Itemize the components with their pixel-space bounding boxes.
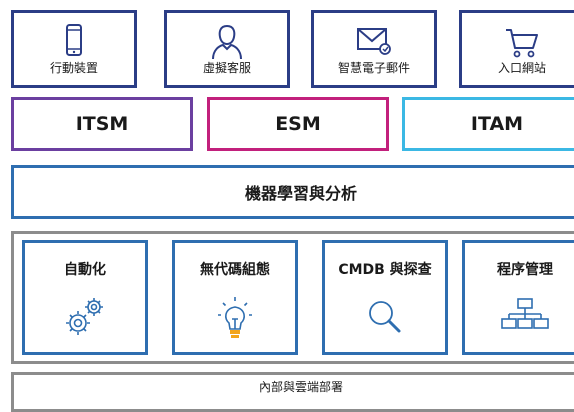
capability-no-code-box: 無代碼組態 [172, 240, 298, 355]
product-label: ITSM [75, 113, 129, 135]
deployment-label: 內部與雲端部署 [258, 380, 343, 394]
shopping-cart-icon [462, 21, 574, 61]
product-label: ESM [275, 113, 321, 135]
channel-portal-tile: 入口網站 [459, 10, 574, 88]
mobile-phone-icon [14, 21, 134, 61]
org-chart-icon [465, 289, 574, 345]
person-icon [167, 21, 287, 61]
channel-label: 入口網站 [497, 61, 546, 75]
product-itsm-box: ITSM [11, 97, 193, 151]
capability-label: CMDB 與探查 [338, 262, 432, 278]
product-itam-box: ITAM [402, 97, 574, 151]
channel-label: 智慧電子郵件 [337, 61, 410, 75]
capability-cmdb-box: CMDB 與探查 [322, 240, 448, 355]
lightbulb-icon [175, 289, 295, 345]
capability-automation-box: 自動化 [22, 240, 148, 355]
email-icon [314, 21, 434, 61]
capability-label: 無代碼組態 [200, 262, 270, 278]
capability-label: 程序管理 [497, 262, 553, 278]
capability-label: 自動化 [64, 262, 106, 278]
capability-process-box: 程序管理 [462, 240, 574, 355]
magnifier-icon [325, 289, 445, 345]
machine-learning-label: 機器學習與分析 [244, 184, 357, 203]
machine-learning-bar: 機器學習與分析 [11, 165, 574, 219]
product-label: ITAM [470, 113, 524, 135]
product-esm-box: ESM [207, 97, 389, 151]
channel-email-tile: 智慧電子郵件 [311, 10, 437, 88]
gears-icon [25, 289, 145, 345]
channel-label: 虛擬客服 [202, 61, 251, 75]
channel-label: 行動裝置 [49, 61, 98, 75]
deployment-bar: 內部與雲端部署 [11, 372, 574, 412]
channel-mobile-tile: 行動裝置 [11, 10, 137, 88]
channel-virtual-agent-tile: 虛擬客服 [164, 10, 290, 88]
